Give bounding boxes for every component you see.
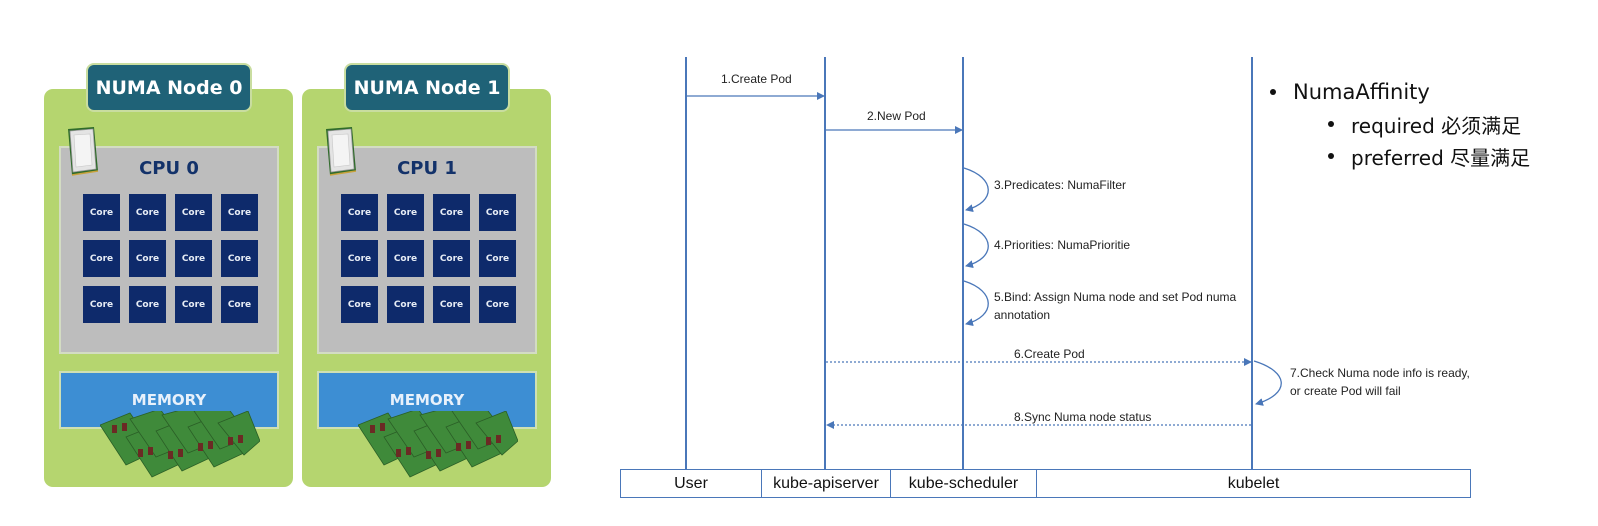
cpu-chip-icon: [68, 127, 99, 176]
lane-table: User kube-apiserver kube-scheduler kubel…: [620, 469, 1471, 498]
step-label: 2.New Pod: [867, 109, 926, 123]
core: Core: [175, 194, 212, 231]
core: Core: [387, 240, 424, 277]
notes-item: preferred 尽量满足: [1351, 145, 1531, 170]
memory-modules-icon: [100, 411, 260, 478]
arrow-step-4: [963, 223, 989, 269]
step-label: 8.Sync Numa node status: [1014, 410, 1152, 424]
arrow-step-3: [963, 167, 989, 213]
core: Core: [175, 286, 212, 323]
core: Core: [341, 286, 378, 323]
bullet-item: NumaAffinity: [1270, 76, 1530, 108]
core-grid: Core Core Core Core Core Core Core Core …: [83, 194, 258, 323]
core: Core: [341, 240, 378, 277]
core: Core: [83, 194, 120, 231]
cpu-chip-icon: [326, 127, 357, 176]
step-label-line: 7.Check Numa node info is ready,: [1290, 366, 1470, 380]
core: Core: [129, 286, 166, 323]
core: Core: [479, 194, 516, 231]
cpu-label: CPU 1: [397, 158, 457, 179]
notes-title: NumaAffinity: [1293, 80, 1430, 104]
cpu-box: CPU 0 Core Core Core Core Core Core Core…: [59, 146, 279, 354]
step-label: 1.Create Pod: [721, 72, 792, 86]
core: Core: [129, 194, 166, 231]
bullet-icon: [1270, 89, 1276, 95]
bullet-icon: [1328, 153, 1334, 159]
core: Core: [83, 240, 120, 277]
step-label: 4.Priorities: NumaPrioritie: [994, 238, 1131, 252]
step-label: 5.Bind: Assign Numa node and set Pod num…: [994, 288, 1236, 324]
core: Core: [221, 240, 258, 277]
notes-item: required 必须满足: [1351, 113, 1522, 138]
lane-kube-scheduler: kube-scheduler: [891, 470, 1037, 497]
bullet-subitem: required 必须满足: [1270, 108, 1530, 140]
bullet-icon: [1328, 121, 1334, 127]
cpu-label: CPU 0: [139, 158, 199, 179]
step-label: 7.Check Numa node info is ready, or crea…: [1290, 364, 1470, 400]
numa-affinity-notes: NumaAffinity required 必须满足 preferred 尽量满…: [1270, 76, 1530, 172]
lane-kube-apiserver: kube-apiserver: [762, 470, 891, 497]
core: Core: [341, 194, 378, 231]
numa-node-panel: CPU 0 Core Core Core Core Core Core Core…: [44, 89, 293, 487]
core: Core: [387, 194, 424, 231]
cpu-box: CPU 1 Core Core Core Core Core Core Core…: [317, 146, 537, 354]
core: Core: [221, 194, 258, 231]
numa-node-panel: CPU 1 Core Core Core Core Core Core Core…: [302, 89, 551, 487]
core: Core: [221, 286, 258, 323]
step-label-line: or create Pod will fail: [1290, 384, 1401, 398]
lane-kubelet: kubelet: [1227, 474, 1280, 492]
step-label-line: annotation: [994, 308, 1051, 322]
step-label: 6.Create Pod: [1014, 347, 1085, 361]
step-label-line: 5.Bind: Assign Numa node and set Pod num…: [994, 290, 1237, 304]
numa-node-title: NUMA Node 1: [344, 63, 510, 112]
core-grid: Core Core Core Core Core Core Core Core …: [341, 194, 516, 323]
core: Core: [433, 194, 470, 231]
core: Core: [433, 286, 470, 323]
core: Core: [479, 286, 516, 323]
bullet-subitem: preferred 尽量满足: [1270, 140, 1530, 172]
core: Core: [129, 240, 166, 277]
arrow-step-5: [963, 280, 989, 327]
core: Core: [387, 286, 424, 323]
core: Core: [479, 240, 516, 277]
lane-user: User: [621, 470, 762, 497]
step-label: 3.Predicates: NumaFilter: [994, 178, 1127, 192]
arrow-step-7: [1253, 360, 1282, 406]
memory-modules-icon: [358, 411, 518, 478]
core: Core: [175, 240, 212, 277]
core: Core: [433, 240, 470, 277]
core: Core: [83, 286, 120, 323]
numa-node-title: NUMA Node 0: [86, 63, 252, 112]
